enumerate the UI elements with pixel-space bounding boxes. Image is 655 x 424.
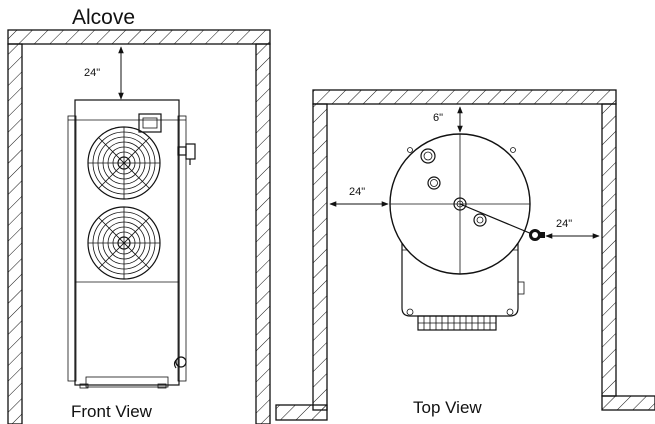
lower-fan-grille xyxy=(88,207,160,279)
front-top-clearance-label: 24" xyxy=(84,67,100,79)
front-top-wall xyxy=(8,30,270,44)
heat-pump-top xyxy=(390,134,545,330)
relief-valve xyxy=(178,144,195,165)
left-clearance-label: 24" xyxy=(349,186,365,198)
relief-valve-top xyxy=(529,229,545,241)
front-right-wall xyxy=(256,44,270,424)
right-clearance-label: 24" xyxy=(556,218,572,230)
diagram-title: Alcove xyxy=(72,6,135,29)
drain-valve xyxy=(175,357,187,368)
top-view: 6" 24" 24" Top View xyxy=(276,90,655,420)
front-view-label: Front View xyxy=(71,402,153,421)
top-view-label: Top View xyxy=(413,398,482,417)
front-view: 24" xyxy=(8,30,270,424)
heat-pump-front xyxy=(68,100,195,388)
top-left-wall-return xyxy=(276,405,327,420)
control-panel-display xyxy=(139,114,161,132)
front-left-wall xyxy=(8,44,22,424)
top-right-wall xyxy=(602,104,616,396)
back-clearance-label: 6" xyxy=(433,112,443,124)
top-back-wall xyxy=(313,90,616,104)
top-left-wall xyxy=(313,104,327,410)
upper-fan-grille xyxy=(88,127,160,199)
top-air-grille xyxy=(418,316,496,330)
top-right-wall-return xyxy=(602,396,655,410)
